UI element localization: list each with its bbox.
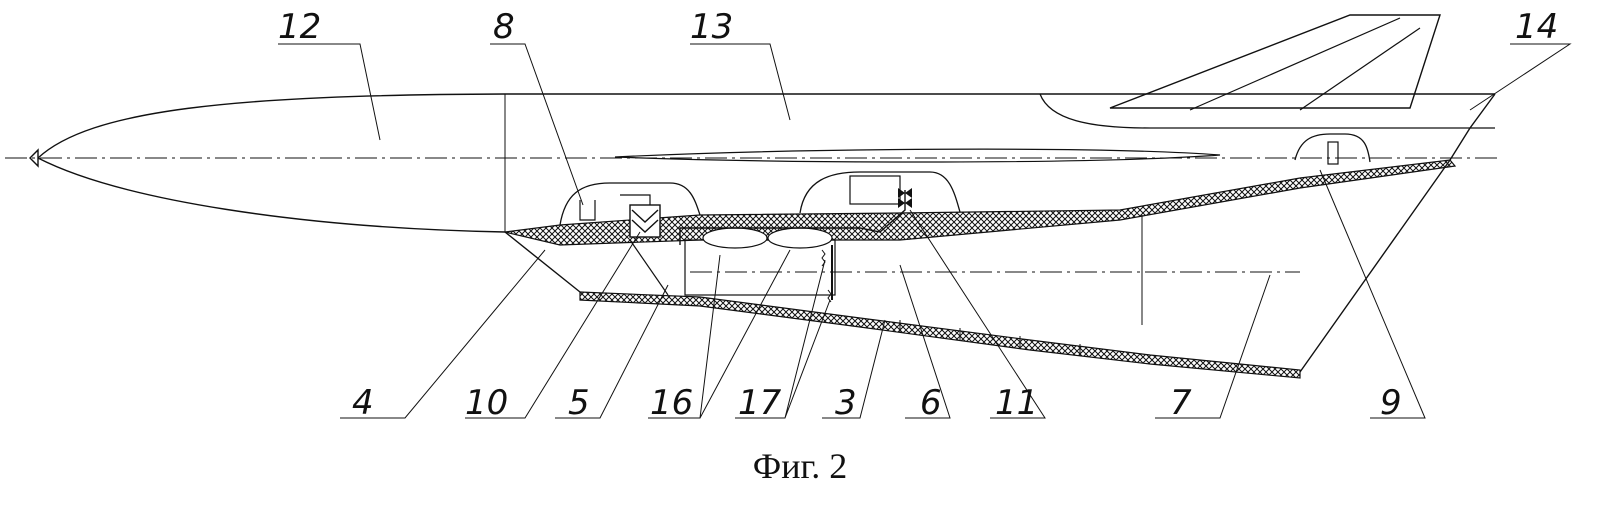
intake-lower-surface [504, 159, 1451, 373]
fairing-8 [559, 182, 701, 226]
label-5: 5 [568, 383, 590, 423]
label-8: 8 [493, 7, 515, 47]
fairing-11 [799, 171, 961, 214]
label-7: 7 [1170, 383, 1192, 423]
leader-lines [278, 43, 1572, 419]
box-11 [849, 175, 901, 205]
nose-tip [29, 148, 39, 168]
lower-wall-ribs [899, 320, 1081, 356]
label-11: 11 [995, 383, 1038, 423]
figure-caption: Фиг. 2 [753, 446, 847, 486]
duct-lower-wall [579, 291, 1301, 379]
valve-mark-10 [631, 209, 659, 233]
unit-9 [1327, 141, 1339, 165]
wing [1109, 14, 1441, 109]
label-17: 17 [738, 383, 782, 423]
tail-end [1449, 93, 1496, 161]
wing-root-fairing [1039, 93, 1495, 129]
label-6: 6 [920, 383, 942, 423]
fuel-line [679, 190, 906, 245]
engine-body [684, 239, 836, 296]
wing-lines [1189, 17, 1421, 111]
fairing-9 [1294, 133, 1371, 163]
fuselage-outline [37, 93, 1495, 233]
label-13: 13 [690, 7, 733, 47]
intake-ramp-line [629, 239, 669, 296]
label-16: 16 [650, 383, 693, 423]
label-4: 4 [352, 383, 374, 423]
unit-8 [579, 194, 651, 221]
label-14: 14 [1515, 7, 1558, 47]
tank-left [702, 227, 768, 249]
tank-right [767, 227, 833, 249]
internal-slot [614, 148, 1221, 163]
label-3: 3 [835, 383, 857, 423]
valve-11 [898, 188, 912, 208]
spring-17 [821, 249, 832, 303]
label-12: 12 [278, 7, 321, 47]
label-10: 10 [465, 383, 508, 423]
label-9: 9 [1380, 383, 1402, 423]
